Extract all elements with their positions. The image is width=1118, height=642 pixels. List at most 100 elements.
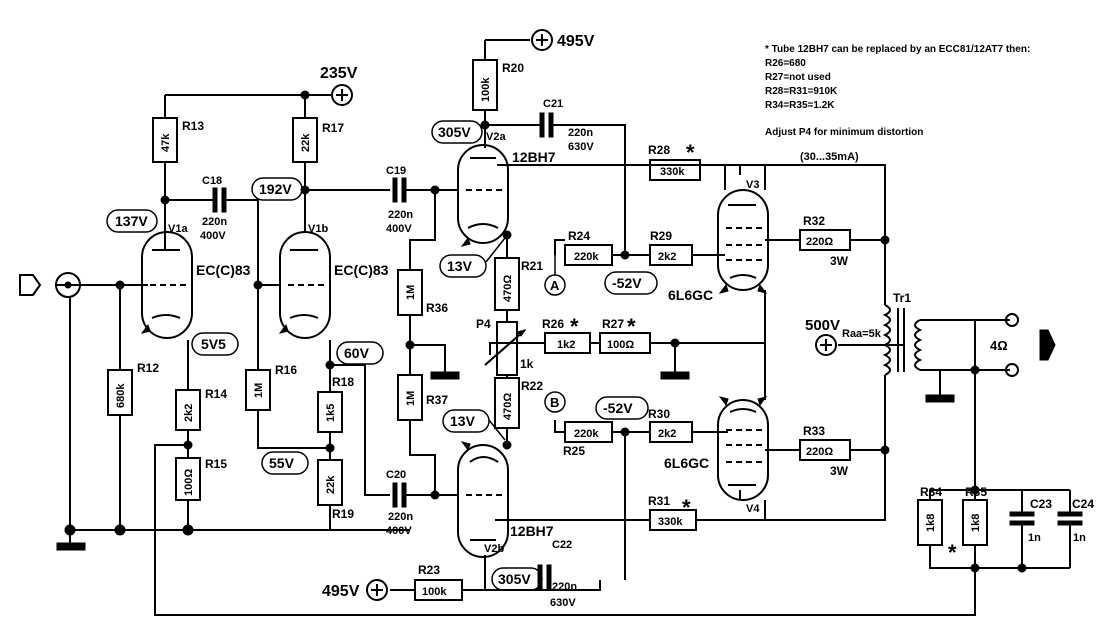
node-markers: A B [544,255,566,413]
resistor-r16 [245,369,271,411]
r16-ref: R16 [275,363,297,377]
tube-v4: V4 6L6GC [664,396,769,515]
output-speaker: 4Ω [990,313,1056,377]
voltage-305v-top: 305V [438,124,471,140]
node-a: A [550,278,560,293]
r33-ref: R33 [803,424,825,438]
resistor-r27 [599,332,651,354]
wires [55,39,1071,616]
c22-value: 220n [552,581,577,593]
resistor-r24 [564,244,613,266]
capacitors: C18 220n 400V C19 220n 400V C20 220n 400… [200,98,1094,609]
r14-value: 2k2 [183,404,195,422]
r29-value: 2k2 [658,251,676,263]
voltage-60v: 60V [344,345,370,361]
r29-ref: R29 [650,229,672,243]
r30-value: 2k2 [658,428,676,440]
r14-ref: R14 [205,387,227,401]
tube-v1a: V1a EC(C)83 [140,223,251,339]
c18-value: 220n [202,216,227,228]
r21-value: 470Ω [502,275,514,302]
v1b-label: V1b [308,223,328,235]
resistor-r21 [494,257,520,311]
resistor-r22 [494,377,520,429]
r17-value: 22k [300,133,312,152]
voltage-minus52v-top: -52V [612,275,642,291]
v1a-type: EC(C)83 [196,262,251,278]
resistors: 47k R13 22k R17 100k R20 680k R12 2k2 R1… [107,59,988,601]
r32-ref: R32 [803,214,825,228]
output-transformer: Tr1 [882,291,923,376]
resistor-r20 [472,59,498,111]
c23-value: 1n [1028,532,1041,544]
r21-ref: R21 [521,259,543,273]
resistor-r14 [175,389,201,431]
c19-ref: C19 [386,165,406,177]
r30-ref: R30 [648,407,670,421]
voltage-labels: 137V 192V 305V 13V -52V 5V5 60V 55V 13V … [106,120,658,591]
c21-value: 220n [568,127,593,139]
resistor-r35 [962,499,988,546]
r33-power: 3W [830,464,849,478]
resistor-r28 [649,159,701,181]
r19-ref: R19 [332,507,354,521]
r31-ref: R31 [648,494,670,508]
ground-symbols [56,371,955,551]
resistor-r17 [292,117,318,163]
voltage-137v: 137V [115,213,148,229]
voltage-13v-bottom: 13V [450,413,476,429]
note-line-6: Adjust P4 for minimum distortion [765,127,923,138]
r18-value: 1k5 [325,404,337,422]
resistor-r32 [799,229,851,251]
r35-ref: R35 [965,485,987,499]
r34-ref: R34 [920,485,942,499]
c21-voltage: 630V [568,141,594,153]
tube-v2a: V2a 12BH7 [457,131,556,247]
star-r28: * [686,140,695,165]
resistor-r30 [649,421,693,443]
r13-value: 47k [160,133,172,152]
star-r27: * [627,314,636,339]
supply-terminals: 495V 235V 495V 500V Raa=5k [320,29,882,601]
r27-value: 100Ω [607,339,634,351]
v2b-label: V2b [484,543,504,555]
r37-ref: R37 [426,393,448,407]
supply-495v-bottom: 495V [322,583,360,600]
r18-ref: R18 [332,375,354,389]
c18-voltage: 400V [200,230,226,242]
resistor-r19 [317,459,343,506]
resistor-r25 [564,421,613,443]
r28-value: 330k [660,166,685,178]
output-impedance-label: 4Ω [990,338,1008,353]
resistor-r23 [414,579,463,601]
voltage-192v: 192V [259,181,292,197]
r22-value: 470Ω [502,393,514,420]
ground-icon [925,394,955,403]
v1b-type: EC(C)83 [334,262,389,278]
c24-ref: C24 [1072,497,1094,511]
supply-500v: 500V [805,317,840,334]
c18-ref: C18 [202,175,222,187]
r24-value: 220k [574,251,599,263]
supply-235v: 235V [320,65,358,82]
stars: * * * * * [570,140,957,565]
note-line-3: R27=not used [765,72,831,83]
c19-voltage: 400V [386,223,412,235]
r28-ref: R28 [648,143,670,157]
r37-value: 1M [405,391,417,406]
resistor-r13 [152,117,178,163]
voltage-minus52v-bottom: -52V [603,400,633,416]
r25-value: 220k [574,428,599,440]
note-line-1: * Tube 12BH7 can be replaced by an ECC81… [765,44,1030,55]
note-line-5: R34=R35=1.2K [765,100,835,111]
supply-495v-top: 495V [557,33,595,50]
tubes: V1a EC(C)83 V1b EC(C)83 V2a 12BH7 [140,131,769,558]
c22-ref: C22 [552,539,572,551]
voltage-5v5: 5V5 [201,336,226,352]
resistor-r29 [649,244,693,266]
r20-ref: R20 [502,61,524,75]
r36-value: 1M [405,285,417,300]
v2b-type: 12BH7 [510,523,554,539]
c24-value: 1n [1073,532,1086,544]
resistor-r26 [544,332,591,354]
